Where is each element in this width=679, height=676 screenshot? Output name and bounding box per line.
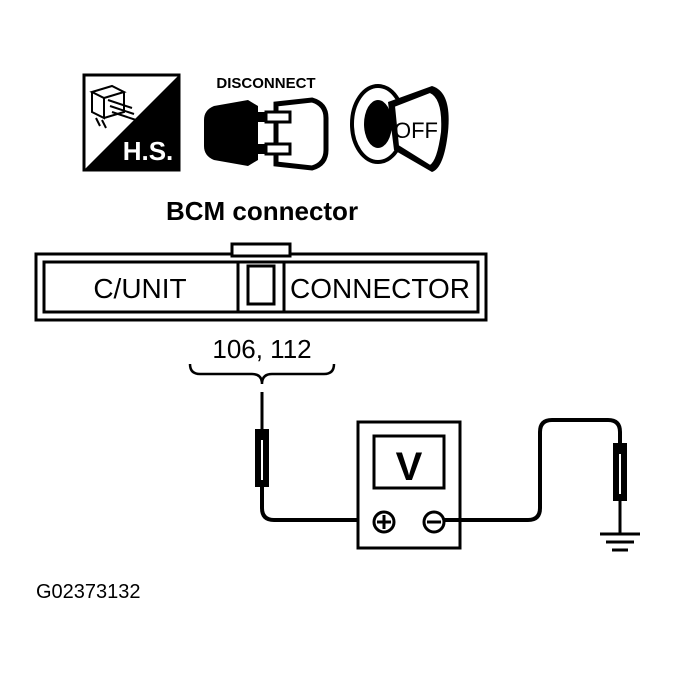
voltmeter-icon: V [356,420,462,550]
ignition-label: OFF [394,118,438,143]
connector-left-label: C/UNIT [93,273,186,304]
positive-probe [255,392,372,522]
ground-icon [600,532,640,552]
connector-title: BCM connector [166,196,358,226]
wiring-harness-icon: H.S. [82,73,181,172]
connector-right-label: CONNECTOR [290,273,470,304]
terminal-brace [188,363,336,385]
harness-label: H.S. [123,136,174,166]
bcm-connector: C/UNIT CONNECTOR [34,242,488,322]
disconnect-connector-icon: DISCONNECT [204,75,329,171]
figure-id: G02373132 [36,581,141,603]
negative-lead [444,418,627,534]
terminal-numbers: 106, 112 [212,334,311,364]
meter-label: V [396,445,423,489]
disconnect-label: DISCONNECT [216,75,315,92]
ignition-key-icon: OFF [350,84,449,172]
